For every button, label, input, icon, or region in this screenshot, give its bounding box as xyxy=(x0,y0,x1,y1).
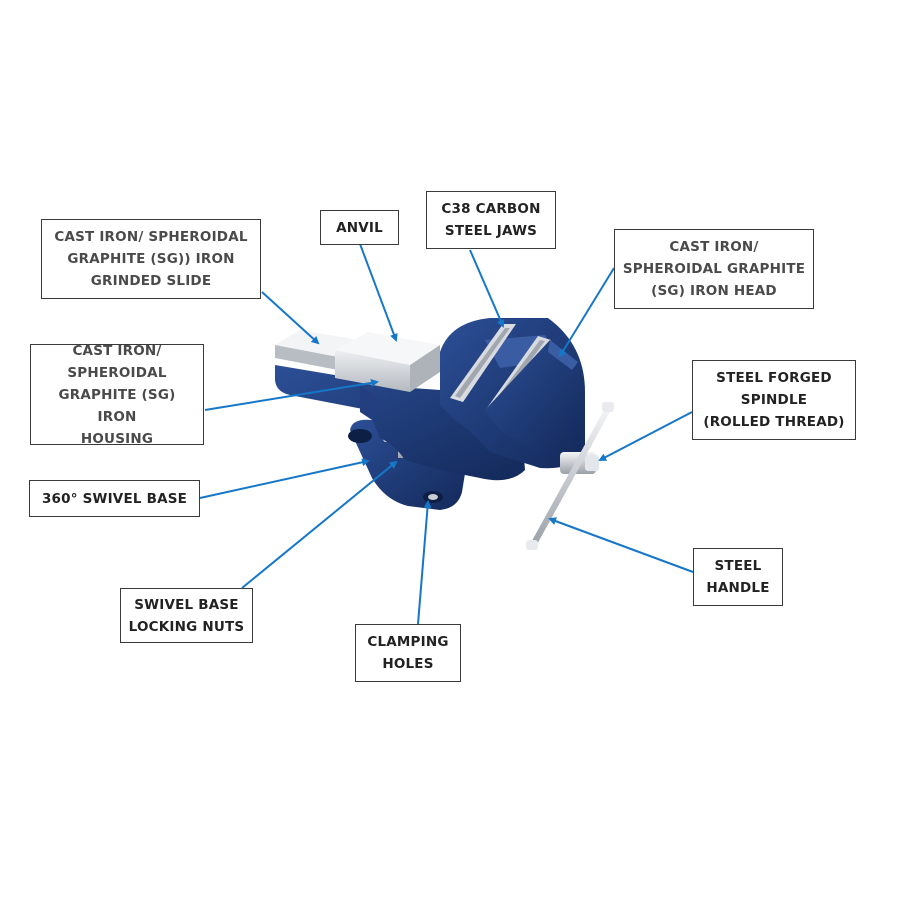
leader-line-clamping-holes xyxy=(417,500,432,625)
leader-line-head xyxy=(558,267,615,358)
callout-housing: CAST IRON/ SPHEROIDAL GRAPHITE (SG) IRON… xyxy=(30,343,204,447)
leader-line-slide xyxy=(261,291,320,345)
leader-line-anvil xyxy=(359,243,398,342)
callout-jaws: C38 CARBON STEEL JAWS xyxy=(426,191,556,249)
leader-line-swivel-base xyxy=(199,458,370,499)
leader-line-handle xyxy=(548,517,694,573)
leader-line-jaws xyxy=(469,249,505,328)
spindle-handle xyxy=(526,402,614,550)
bench-vise-illustration xyxy=(275,318,614,550)
leader-line-housing xyxy=(204,379,379,411)
callout-grinded-slide: CAST IRON/ SPHEROIDAL GRAPHITE (SG)) IRO… xyxy=(41,219,261,299)
leader-line-spindle xyxy=(598,411,693,461)
leader-line-locking-nuts xyxy=(241,460,398,589)
anvil-block xyxy=(335,332,440,392)
callout-anvil: ANVIL xyxy=(320,210,399,245)
callout-swivel-base: 360° SWIVEL BASE xyxy=(29,480,200,517)
callout-handle: STEEL HANDLE xyxy=(693,548,783,606)
housing-body xyxy=(275,365,525,481)
leader-lines xyxy=(199,243,694,625)
callout-clamping-holes: CLAMPING HOLES xyxy=(355,624,461,682)
callout-head: CAST IRON/ SPHEROIDAL GRAPHITE (SG) IRON… xyxy=(614,229,814,309)
callout-locking-nuts: SWIVEL BASE LOCKING NUTS xyxy=(120,588,253,643)
callout-spindle: STEEL FORGED SPINDLE (ROLLED THREAD) xyxy=(692,360,856,440)
